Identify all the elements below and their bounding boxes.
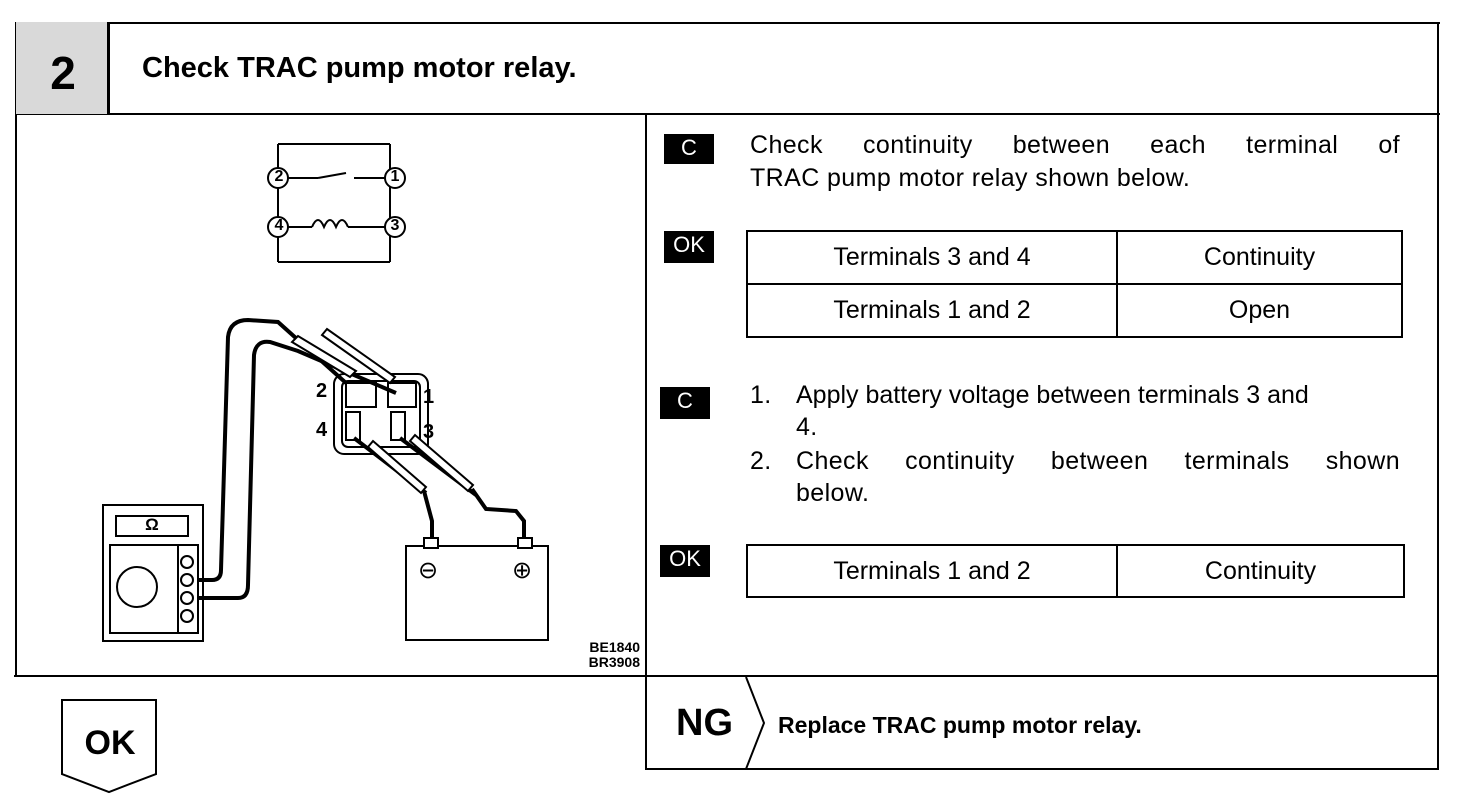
table-row: Terminals 1 and 2 Open (746, 283, 1403, 338)
table-row: Terminals 3 and 4 Continuity (746, 230, 1403, 285)
connector-label-2: 2 (316, 380, 328, 402)
step1-text-line1: Apply battery voltage between terminals … (796, 381, 1309, 409)
frame-divider (645, 113, 647, 770)
step2-number: 2. (750, 447, 772, 475)
schematic-terminal-4: 4 (274, 217, 284, 234)
figure-code-1: BE1840 (589, 639, 640, 655)
battery-minus-symbol: ⊖ (418, 557, 439, 584)
ok-result-label: OK (84, 724, 136, 762)
frame-header-bottom (16, 113, 1440, 115)
table-row: Terminals 1 and 2 Continuity (746, 544, 1405, 598)
battery (405, 537, 549, 641)
check-tag-c: C (664, 134, 714, 164)
battery-plus-symbol: ⊕ (512, 557, 533, 584)
frame-left (15, 22, 17, 676)
figure-code-2: BR3908 (588, 654, 640, 670)
schematic-terminal-1: 1 (390, 168, 400, 185)
step-number: 2 (50, 47, 76, 99)
check-tag-c: C (660, 387, 710, 419)
connector-label-3: 3 (423, 421, 435, 443)
step2-text-line2: below. (796, 479, 870, 507)
connector-label-4: 4 (316, 419, 328, 441)
connector-label-1: 1 (423, 386, 435, 408)
condition-cell: Continuity (1116, 544, 1405, 598)
probe-sleeves (290, 327, 475, 495)
terminals-cell: Terminals 3 and 4 (746, 230, 1118, 285)
check1-instruction-line1: Check continuity between each terminal o… (750, 131, 1400, 159)
terminals-cell: Terminals 1 and 2 (746, 544, 1118, 598)
ng-chevron (745, 677, 766, 769)
ng-action-text: Replace TRAC pump motor relay. (778, 712, 1142, 738)
ok-result-box (61, 699, 157, 794)
relay-test-diagram (102, 143, 549, 642)
step-number-box (16, 22, 110, 114)
check1-instruction-line2: TRAC pump motor relay shown below. (750, 164, 1191, 192)
frame-body-bottom (14, 675, 1439, 677)
step1-number: 1. (750, 381, 772, 409)
relay-schematic (267, 143, 406, 263)
ohm-symbol: Ω (145, 515, 159, 534)
condition-cell: Open (1116, 283, 1403, 338)
frame-right (1437, 22, 1439, 770)
ok-tag: OK (664, 231, 714, 263)
terminals-cell: Terminals 1 and 2 (746, 283, 1118, 338)
ohmmeter (102, 504, 204, 642)
check1-spec-table: Terminals 3 and 4 Continuity Terminals 1… (746, 230, 1403, 338)
frame-ng-bottom (645, 768, 1439, 770)
schematic-terminal-2: 2 (274, 168, 284, 185)
step1-text-line2: 4. (796, 413, 818, 441)
ok-tag: OK (660, 545, 710, 577)
check2-spec-table: Terminals 1 and 2 Continuity (746, 544, 1405, 598)
step2-text-line1: Check continuity between terminals shown (796, 447, 1400, 475)
condition-cell: Continuity (1116, 230, 1403, 285)
ng-label: NG (676, 702, 733, 744)
page-title: Check TRAC pump motor relay. (142, 52, 577, 84)
schematic-terminal-3: 3 (390, 217, 400, 234)
frame-top (16, 22, 1440, 24)
